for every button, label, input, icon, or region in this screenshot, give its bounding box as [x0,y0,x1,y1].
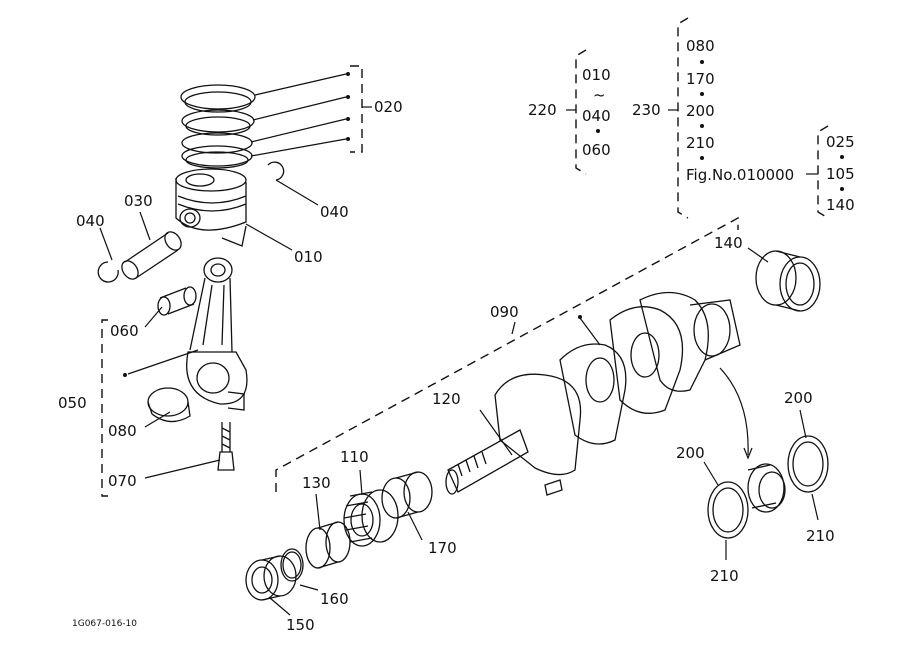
thrust-washer-200-left [707,481,749,539]
label-210-right: 210 [806,527,835,545]
set220-bracket [575,49,587,175]
ring-leaders [250,72,372,157]
set220-item-1: 010 [582,66,611,84]
set230-bracket [677,17,689,219]
rod-assembly-bracket [101,319,108,497]
collar-150 [245,555,297,601]
connecting-rod [186,257,248,411]
set230-fig: Fig.No.010000 [686,166,794,184]
label-130: 130 [302,474,331,492]
set-fig-dot-2 [840,187,844,191]
piston [175,168,247,247]
set230-dot-2 [700,92,704,96]
crank-gear-110 [343,489,399,547]
leader-lines [99,179,819,616]
set-fig-item-3: 140 [826,196,855,214]
label-140: 140 [714,234,743,252]
set-fig-item-2: 105 [826,165,855,183]
label-200-left: 200 [676,444,705,462]
piston-rings [180,84,256,169]
set220-item-3: 060 [582,141,611,159]
set230-item-2: 170 [686,70,715,88]
thrust-washer-200-right [787,435,829,493]
assembly-arrowhead [743,447,753,460]
set-fig-item-1: 025 [826,133,855,151]
circlips [97,161,285,283]
label-050: 050 [58,394,87,412]
bearing-shell [147,387,191,423]
set220-item-2: 040 [582,107,611,125]
main-bearing-case [747,463,786,513]
assembly-arrow [719,367,749,456]
collar-170 [381,471,433,519]
label-010: 010 [294,248,323,266]
set230-item-1: 080 [686,37,715,55]
label-040-left: 040 [76,212,105,230]
bushing-140 [755,250,821,312]
set-fig-dot-1 [840,155,844,159]
crankshaft [445,291,741,496]
label-040-right: 040 [320,203,349,221]
label-120: 120 [432,390,461,408]
small-end-bushing [157,286,197,316]
set230-item-3: 200 [686,102,715,120]
label-060: 060 [110,322,139,340]
label-110: 110 [340,448,369,466]
set230-dot-4 [700,156,704,160]
set230-dot-3 [700,124,704,128]
label-150: 150 [286,616,315,634]
label-070: 070 [108,472,137,490]
label-170: 170 [428,539,457,557]
gear-130 [305,521,351,569]
o-ring-160 [280,548,304,582]
set220-id: 220 [528,101,557,119]
label-020: 020 [374,98,403,116]
label-210-left: 210 [710,567,739,585]
ring-set-bracket [350,65,363,153]
label-080: 080 [108,422,137,440]
drawing-code: 1G067-016-10 [72,619,137,629]
crankshaft-assembly-bracket [275,216,739,492]
set220-dot [596,129,600,133]
set220-tilde: ~ [593,86,606,104]
label-090: 090 [490,303,519,321]
set230-item-4: 210 [686,134,715,152]
rod-bolt [217,422,235,471]
set230-dot-1 [700,60,704,64]
label-030: 030 [124,192,153,210]
label-160: 160 [320,590,349,608]
piston-pin [121,231,182,280]
label-200-right: 200 [784,389,813,407]
set230-id: 230 [632,101,661,119]
set-fig-bracket [817,125,829,219]
